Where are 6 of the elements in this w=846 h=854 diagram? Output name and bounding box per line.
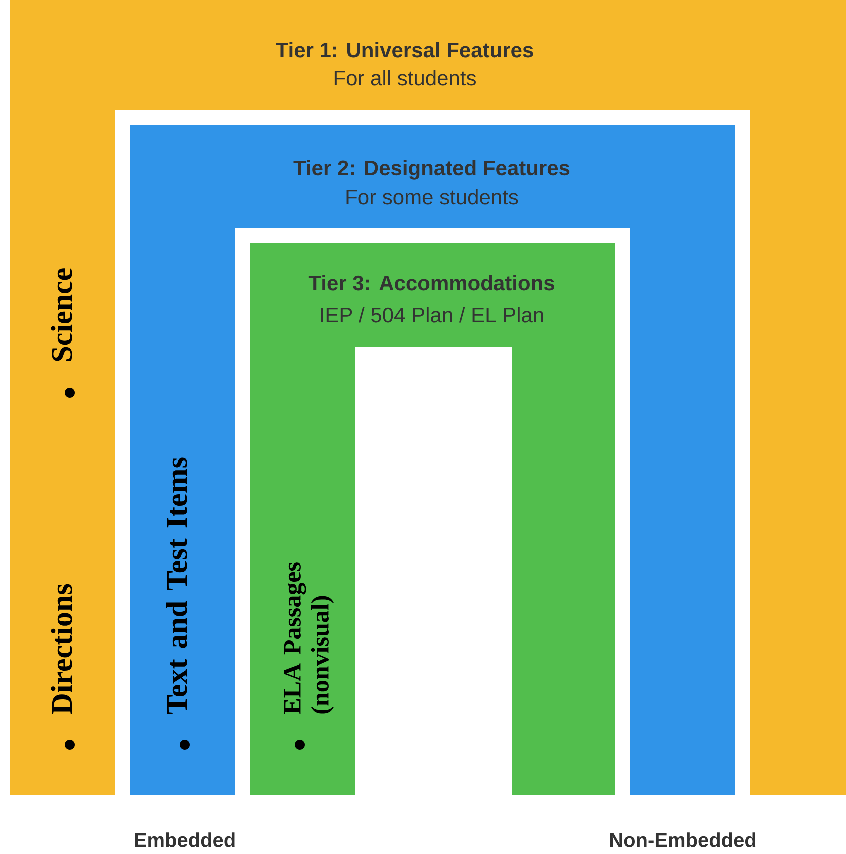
vertical-label: ELA Passages (nonvisual) [284, 562, 334, 714]
vertical-label: Science [51, 268, 72, 362]
axis-label: Non-Embedded [610, 832, 756, 848]
vertical-label: Text and Test Items [166, 458, 188, 714]
axis-label: Embedded [135, 832, 235, 848]
vertical-label: Directions [51, 584, 72, 714]
